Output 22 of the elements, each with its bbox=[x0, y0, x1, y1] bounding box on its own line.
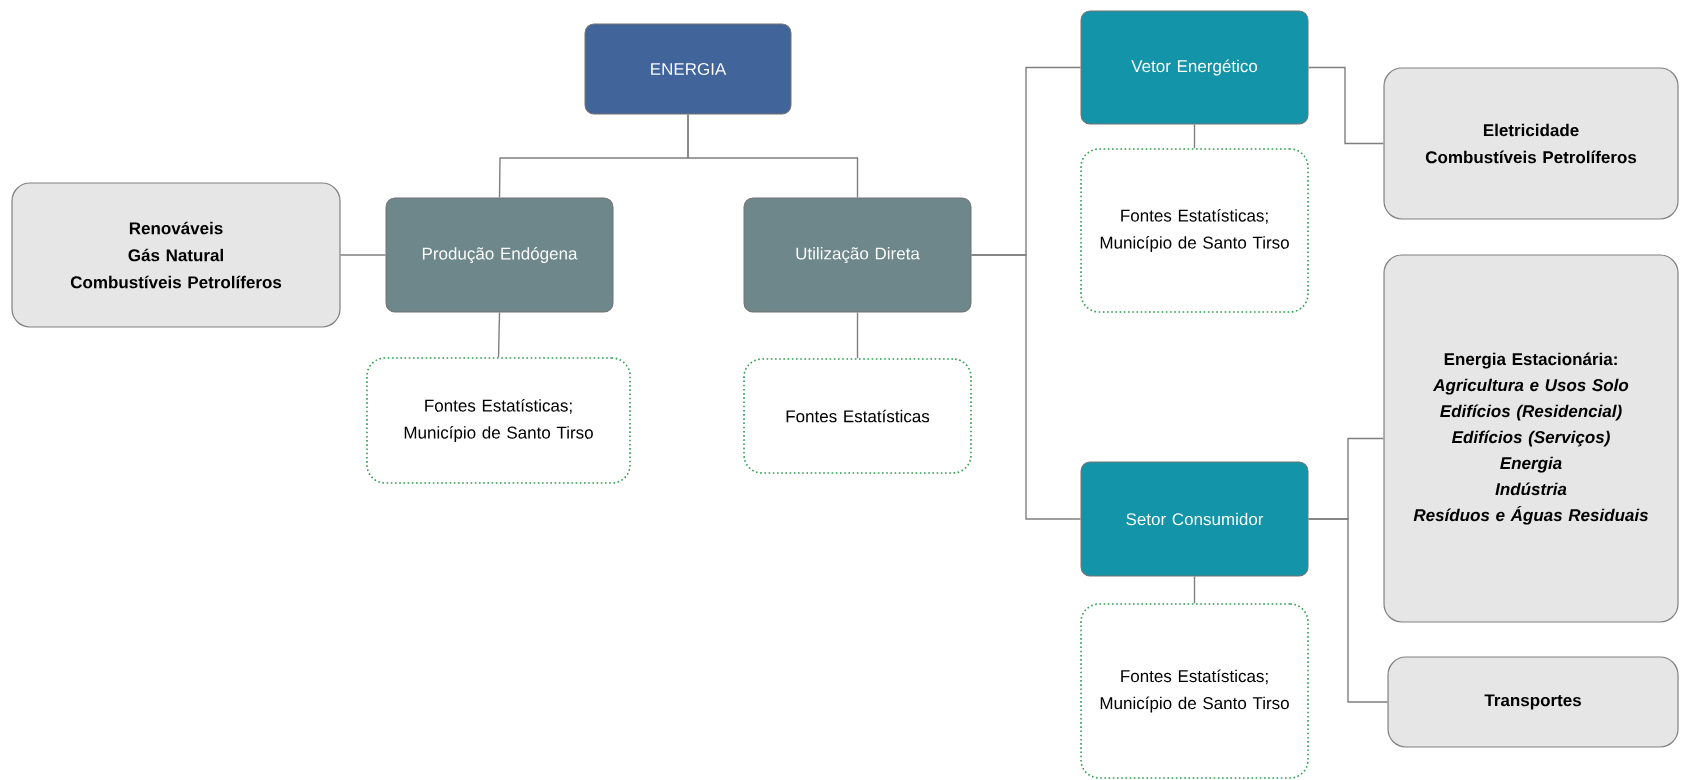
source-box: Fontes Estatísticas; Município de Santo Tirso bbox=[366, 357, 631, 484]
connector-line bbox=[1193, 123, 1196, 149]
process-box: Utilização Direta bbox=[743, 197, 972, 313]
process-box: Vetor Energético bbox=[1080, 10, 1309, 125]
category-box: Renováveis Gás Natural Combustíveis Petrolíferos bbox=[11, 182, 341, 328]
process-box: Produção Endógena bbox=[385, 197, 614, 313]
connector-line bbox=[1307, 66, 1385, 145]
category-box: Transportes bbox=[1387, 656, 1679, 748]
title-box: ENERGIA bbox=[584, 23, 792, 115]
source-box: Fontes Estatísticas; Município de Santo Tirso bbox=[1080, 603, 1309, 779]
process-box: Setor Consumidor bbox=[1080, 461, 1309, 577]
category-box: Eletricidade Combustíveis Petrolíferos bbox=[1383, 67, 1679, 220]
connector-line bbox=[1307, 518, 1389, 703]
connector-line bbox=[497, 311, 501, 358]
connector-line bbox=[970, 254, 1082, 520]
source-box: Fontes Estatísticas; Município de Santo Tirso bbox=[1080, 148, 1309, 313]
connector-line bbox=[339, 254, 387, 256]
category-box: Energia Estacionária: Agricultura e Usos Solo Edifícios (Residencial) Edifícios (Serviços) Energia Indústria Resíduos e Águas Residuais bbox=[1383, 254, 1679, 623]
connector-line bbox=[856, 311, 859, 359]
connector-line bbox=[1193, 575, 1196, 604]
source-box: Fontes Estatísticas bbox=[743, 358, 972, 474]
connector-line bbox=[687, 113, 859, 199]
